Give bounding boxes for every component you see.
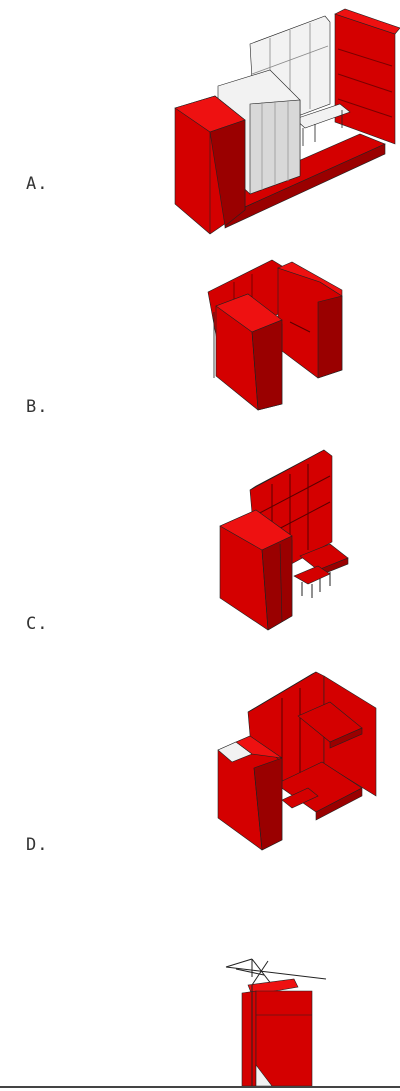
figure-d-bed-and-desk <box>217 671 377 851</box>
figure-e-partial-cabinet <box>225 958 327 1086</box>
bottom-divider <box>0 1086 400 1088</box>
panel-label-a: A. <box>26 174 49 194</box>
panel-label-d: D. <box>26 835 49 855</box>
figure-a-assembled-unit <box>174 8 400 235</box>
panel-label-c: C. <box>26 614 49 634</box>
figure-b-facing-cabinets <box>207 259 343 411</box>
figure-c-wardrobe-shelving-bench <box>219 449 349 631</box>
panel-label-b: B. <box>26 397 49 417</box>
